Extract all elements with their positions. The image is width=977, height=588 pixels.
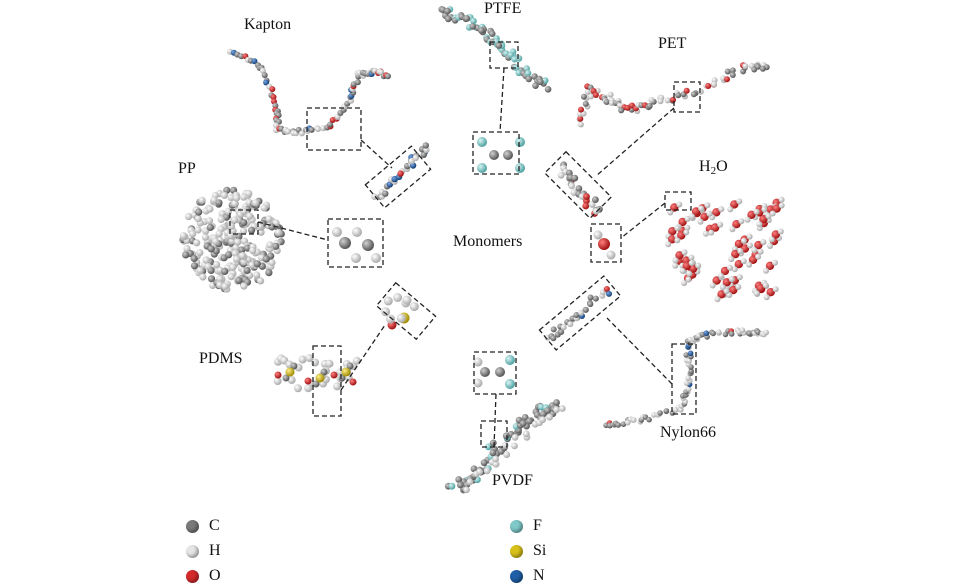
dashed-boxes bbox=[229, 41, 701, 448]
legend-item-f: F bbox=[510, 517, 542, 535]
fluorine-swatch bbox=[510, 519, 523, 533]
label-monomers: Monomers bbox=[453, 233, 523, 250]
legend-item-si: Si bbox=[510, 542, 546, 560]
pet-chain-box bbox=[673, 81, 701, 113]
connector-line bbox=[493, 393, 497, 448]
legend-item-o: O bbox=[186, 567, 221, 585]
nylon66-molecule bbox=[603, 327, 769, 429]
pdms-chain-box bbox=[312, 345, 342, 417]
label-pdms: PDMS bbox=[199, 350, 243, 367]
pvdf-molecule bbox=[444, 399, 566, 494]
pdms-monomer-box bbox=[375, 281, 437, 341]
pp-molecule bbox=[179, 186, 285, 293]
kapton-monomer-box bbox=[364, 145, 432, 209]
connector-line bbox=[257, 221, 329, 241]
kapton-monomer bbox=[371, 142, 430, 200]
kapton-molecule bbox=[227, 48, 391, 137]
connector-line bbox=[360, 139, 393, 169]
kapton-box bbox=[306, 107, 362, 151]
label-kapton: Kapton bbox=[244, 16, 292, 33]
ptfe-molecule bbox=[438, 6, 552, 93]
nylon66-chain-box bbox=[671, 343, 697, 415]
pp-monomer bbox=[332, 227, 381, 263]
pet-monomer-box bbox=[543, 150, 613, 220]
label-nylon66: Nylon66 bbox=[660, 424, 716, 441]
nylon66-monomer bbox=[544, 286, 612, 342]
pet-molecule bbox=[576, 61, 770, 128]
oxygen-swatch bbox=[186, 569, 199, 583]
h2o-chain-box bbox=[664, 191, 692, 211]
label-h2o: H2O bbox=[699, 158, 728, 177]
ptfe-monomer bbox=[477, 137, 525, 173]
connector-line bbox=[620, 202, 666, 239]
pdms-monomer bbox=[381, 293, 419, 330]
legend-item-n: N bbox=[510, 567, 545, 585]
molecule-layer bbox=[179, 6, 785, 494]
water-molecule bbox=[665, 196, 785, 303]
label-pp: PP bbox=[178, 160, 196, 177]
silicon-swatch bbox=[510, 544, 523, 558]
label-pvdf: PVDF bbox=[492, 472, 533, 489]
h2o-monomer-box bbox=[590, 223, 622, 263]
label-ptfe: PTFE bbox=[484, 0, 522, 17]
label-pet: PET bbox=[658, 35, 687, 52]
nitrogen-swatch bbox=[510, 569, 523, 583]
connector-line bbox=[595, 107, 675, 177]
pdms-molecule bbox=[273, 354, 361, 393]
pp-monomer-box bbox=[327, 218, 384, 268]
hydrogen-swatch bbox=[186, 544, 199, 558]
pet-monomer bbox=[557, 161, 603, 217]
connector-line bbox=[499, 67, 505, 133]
nylon66-monomer-box bbox=[538, 275, 622, 351]
ptfe-monomer-box bbox=[472, 131, 520, 175]
pvdf-monomer-box bbox=[473, 351, 517, 395]
h2o-monomer bbox=[593, 230, 616, 260]
carbon-swatch bbox=[186, 519, 199, 533]
legend-item-h: H bbox=[186, 542, 221, 560]
connector-line bbox=[340, 324, 386, 391]
pvdf-monomer bbox=[473, 355, 515, 389]
legend-item-c: C bbox=[186, 517, 220, 535]
connector-line bbox=[606, 317, 673, 385]
